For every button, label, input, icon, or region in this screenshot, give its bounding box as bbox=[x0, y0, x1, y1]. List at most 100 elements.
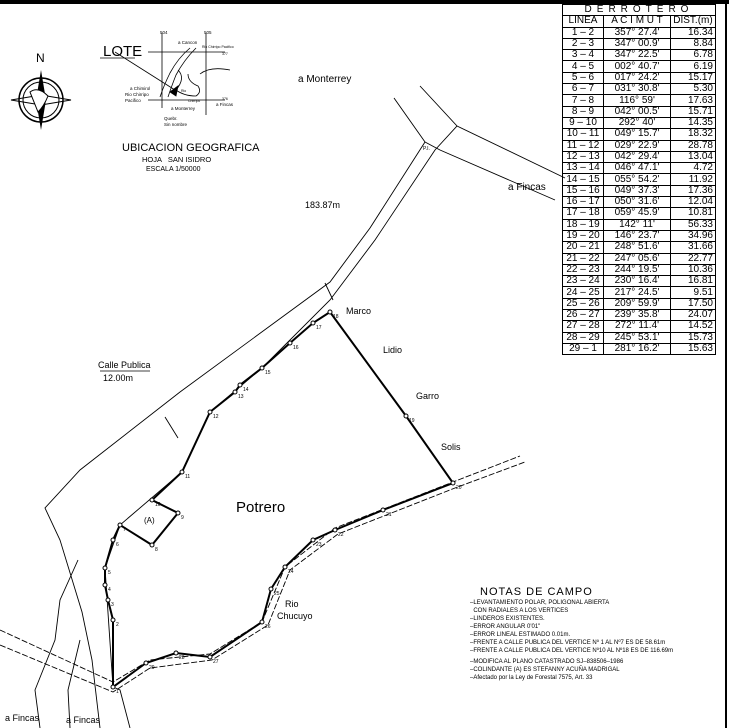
cell-linea: 28 – 29 bbox=[562, 331, 604, 344]
cell-acimut: 217° 24.5' bbox=[603, 286, 671, 299]
cell-linea: 6 – 7 bbox=[562, 83, 604, 96]
cell-linea: 4 – 5 bbox=[562, 60, 604, 73]
cell-linea: 23 – 24 bbox=[562, 275, 604, 288]
cell-dist: 14.52 bbox=[670, 320, 716, 333]
cell-acimut: 209° 59.9' bbox=[603, 297, 671, 311]
note-line: –MODIFICA AL PLANO CATASTRADO SJ–838506–… bbox=[470, 659, 624, 665]
cell-linea: 26 – 27 bbox=[562, 309, 604, 322]
vertex-label: 21 bbox=[386, 512, 392, 518]
label-calle-width: 12.00m bbox=[103, 373, 133, 383]
location-scale: ESCALA 1/50000 bbox=[146, 166, 201, 173]
vertex-label: 7 bbox=[123, 527, 126, 533]
cell-linea: 9 – 10 bbox=[562, 116, 604, 130]
cell-dist: 14.35 bbox=[670, 116, 716, 130]
cell-dist: 16.34 bbox=[670, 26, 716, 39]
cell-acimut: 055° 54.2' bbox=[603, 173, 671, 186]
cell-dist: 9.51 bbox=[670, 286, 716, 299]
cell-linea: 15 – 16 bbox=[562, 184, 604, 198]
vertex-marker bbox=[102, 565, 108, 571]
cell-dist: 6.19 bbox=[670, 60, 716, 73]
vertex-label: 11 bbox=[185, 474, 190, 480]
vertex-marker bbox=[102, 582, 108, 588]
vertex-label: 1 bbox=[116, 689, 119, 695]
cell-acimut: 046° 47.1' bbox=[603, 162, 671, 175]
cell-acimut: 347° 22.5' bbox=[603, 49, 671, 62]
vertex-label: 12 bbox=[213, 414, 219, 420]
cell-acimut: 248° 51.6' bbox=[603, 241, 671, 254]
location-sheet: HOJA SAN ISIDRO bbox=[142, 155, 211, 164]
property-boundary: 1234567891011121314151617181920212223242… bbox=[102, 309, 462, 695]
cell-dist: 15.71 bbox=[670, 105, 716, 118]
note-line: CON RADIALES A LOS VERTICES bbox=[470, 608, 569, 614]
vertex-label: 16 bbox=[293, 345, 299, 351]
rio-chirripo: Rio Chirripo bbox=[125, 92, 149, 97]
note-line: –COLINDANTE (A) ES STEFANNY ACUÑA MADRIG… bbox=[470, 667, 620, 673]
note-line: –LINDEROS EXISTENTES. bbox=[470, 616, 545, 622]
cell-linea: 20 – 21 bbox=[562, 241, 604, 254]
cell-linea: 29 – 1 bbox=[562, 342, 604, 356]
field-notes: NOTAS DE CAMPO –LEVANTAMIENTO POLAR, POL… bbox=[470, 585, 720, 682]
cell-dist: 10.81 bbox=[670, 207, 716, 220]
cell-dist: 5.30 bbox=[670, 83, 716, 96]
vertex-marker bbox=[287, 340, 293, 346]
cell-linea: 17 – 18 bbox=[562, 207, 604, 220]
vertex-marker bbox=[310, 537, 316, 543]
vertex-label: 29 bbox=[149, 665, 155, 671]
boundary-line bbox=[104, 310, 455, 689]
pacifico: Pacifico bbox=[125, 98, 141, 103]
road-fincas-upper bbox=[456, 125, 566, 179]
vertex-label: 28 bbox=[179, 655, 185, 661]
cell-acimut: 042° 29.4' bbox=[603, 150, 671, 164]
cell-linea: 13 – 14 bbox=[562, 162, 604, 175]
map-a-monterrey: a Monterrey bbox=[171, 106, 196, 111]
top-border bbox=[0, 0, 729, 4]
vertex-label: 23 bbox=[316, 542, 322, 548]
vertex-marker bbox=[237, 382, 243, 388]
cell-linea: 27 – 28 bbox=[562, 320, 604, 333]
grid-505: 505 bbox=[204, 30, 212, 35]
vertex-label: 24 bbox=[288, 569, 294, 575]
vertex-marker bbox=[332, 527, 338, 533]
grid-504: 504 bbox=[160, 30, 168, 35]
vertex-marker bbox=[175, 510, 181, 516]
vertex-marker bbox=[105, 597, 111, 603]
vertex-marker bbox=[110, 684, 116, 690]
vertex-label: 5 bbox=[108, 570, 111, 576]
location-title: UBICACION GEOGRAFICA bbox=[122, 142, 260, 154]
cell-dist: 15.63 bbox=[670, 342, 716, 356]
vertex-label: 18 bbox=[333, 314, 339, 320]
vertex-label: 20 bbox=[456, 485, 462, 491]
neighbor-lidio: Lidio bbox=[383, 345, 402, 355]
note-line: –ERROR LINEAL ESTIMADO 0.01m. bbox=[470, 632, 571, 638]
cell-acimut: 247° 05.6' bbox=[603, 252, 671, 265]
cell-linea: 1 – 2 bbox=[562, 26, 604, 39]
cell-linea: 25 – 26 bbox=[562, 297, 604, 311]
label-parcel-a: (A) bbox=[144, 516, 155, 525]
vertex-marker bbox=[259, 619, 265, 625]
vertex-marker bbox=[403, 413, 409, 419]
cell-acimut: 230° 16.4' bbox=[603, 275, 671, 288]
derrotero-table: DERROTERO LINEA A C I M U T DIST.(m) 1 –… bbox=[562, 3, 716, 356]
vertex-label: 8 bbox=[155, 547, 158, 553]
road-right-edge bbox=[104, 85, 458, 728]
cell-acimut: 292° 40' bbox=[603, 116, 671, 130]
cell-linea: 7 – 8 bbox=[562, 94, 604, 107]
neighbor-solis: Solis bbox=[441, 442, 461, 452]
vertex-label: 27 bbox=[213, 659, 219, 665]
cell-dist: 34.96 bbox=[670, 229, 716, 243]
vertex-label: 19 bbox=[409, 418, 415, 424]
road-left-edge bbox=[44, 97, 426, 728]
